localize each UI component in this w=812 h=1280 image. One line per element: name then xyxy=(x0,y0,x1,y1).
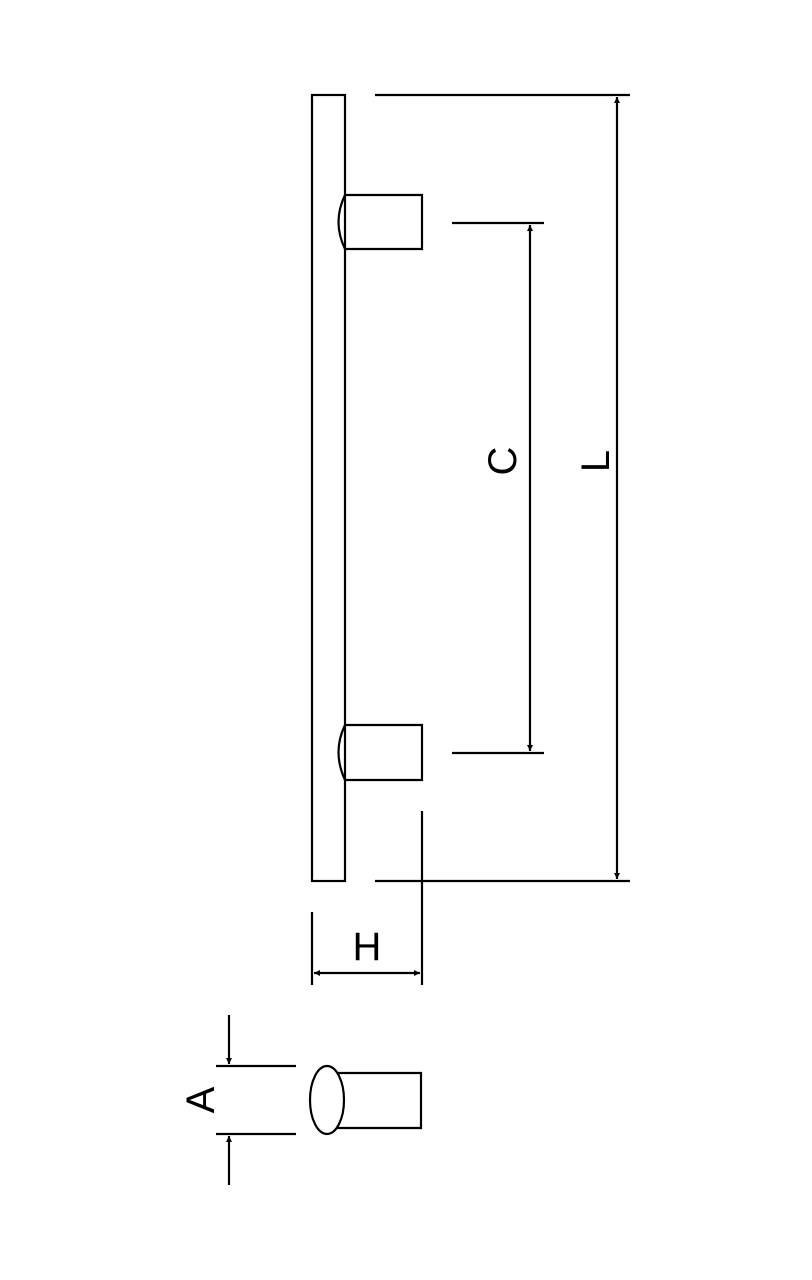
label-C: C xyxy=(481,447,525,476)
bottom-post xyxy=(337,723,424,782)
dimension-C xyxy=(452,221,544,755)
label-H: H xyxy=(353,925,382,969)
top-post xyxy=(337,193,424,251)
label-A: A xyxy=(179,1086,223,1113)
dimension-H xyxy=(310,811,424,985)
dimension-A xyxy=(216,1015,296,1185)
end-view xyxy=(308,1064,423,1136)
dimension-L xyxy=(375,93,630,883)
handle-bar xyxy=(310,93,347,883)
label-L: L xyxy=(574,450,618,472)
